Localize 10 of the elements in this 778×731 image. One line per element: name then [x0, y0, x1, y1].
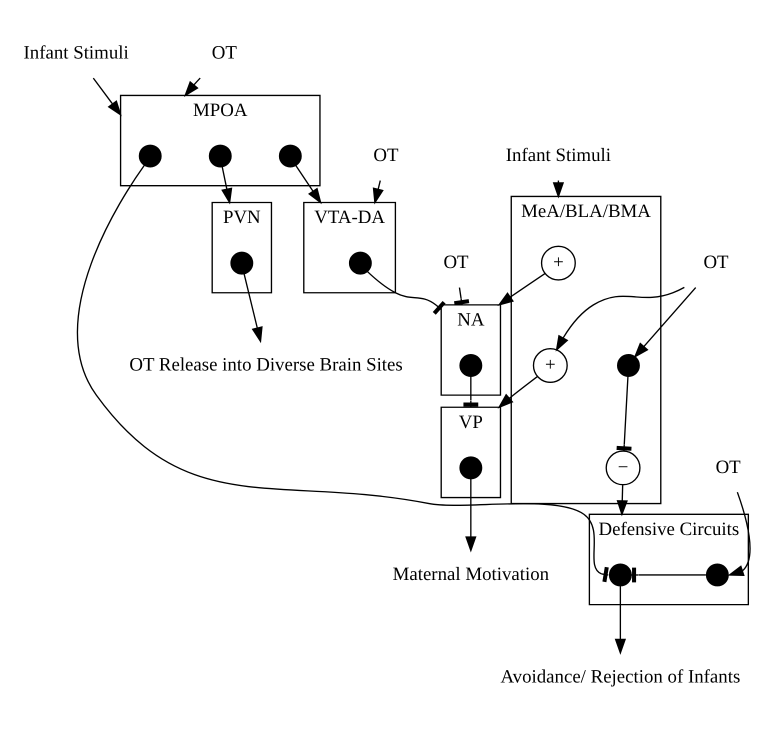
node-text: OT	[212, 42, 237, 64]
node-text: OT Release into Diverse Brain Sites	[129, 354, 403, 376]
node-text: Infant Stimuli	[506, 145, 612, 166]
node-text: Maternal Motivation	[392, 564, 550, 585]
node-text: OT	[373, 145, 399, 166]
node-text: OT	[443, 252, 469, 274]
node-text: Avoidance/ Rejection of Infants	[500, 666, 740, 688]
node-text: OT	[716, 456, 741, 478]
node-text: OT	[703, 252, 729, 274]
node-text: Infant Stimuli	[24, 42, 129, 64]
